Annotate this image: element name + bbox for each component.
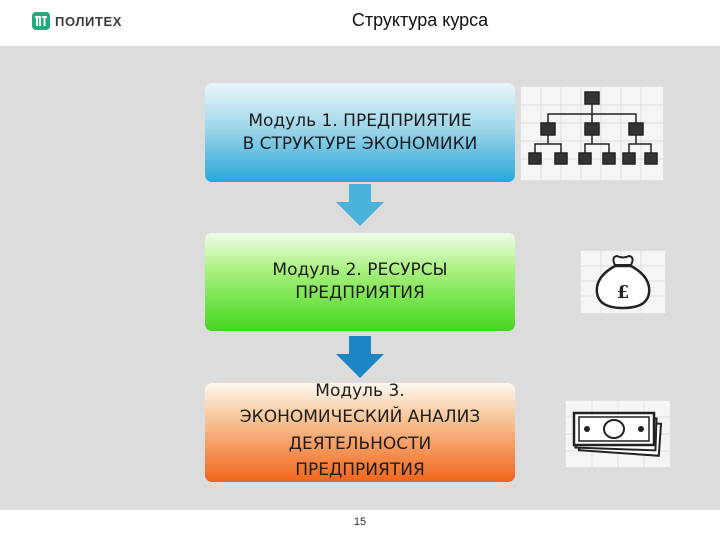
footer — [0, 510, 720, 540]
cash-stack-illustration — [565, 400, 671, 468]
module-3-box: Модуль 3. ЭКОНОМИЧЕСКИЙ АНАЛИЗ ДЕЯТЕЛЬНО… — [205, 381, 515, 482]
module-3-line-1: Модуль 3. — [315, 380, 405, 401]
module-2-line-1: Модуль 2. РЕСУРСЫ — [272, 260, 448, 281]
header: ПОЛИТЕХ Структура курса — [0, 0, 720, 46]
module-3-line-4: ПРЕДПРИЯТИЯ — [295, 459, 425, 480]
module-2-line-2: ПРЕДПРИЯТИЯ — [295, 283, 425, 303]
module-1-box: Модуль 1. ПРЕДПРИЯТИЕ В СТРУКТУРЕ ЭКОНОМ… — [205, 83, 515, 182]
arrow-down-icon — [336, 336, 384, 378]
politeh-logo-icon — [32, 12, 50, 30]
money-bag-icon: £ — [581, 251, 665, 313]
module-2-box: Модуль 2. РЕСУРСЫ ПРЕДПРИЯТИЯ — [205, 233, 515, 331]
module-1-line-2: В СТРУКТУРЕ ЭКОНОМИКИ — [242, 133, 478, 154]
arrow-down-icon — [336, 184, 384, 226]
module-3-line-2: ЭКОНОМИЧЕСКИЙ АНАЛИЗ — [239, 407, 481, 428]
slide-title: Структура курса — [351, 10, 489, 30]
module-3-line-3: ДЕЯТЕЛЬНОСТИ — [288, 433, 432, 454]
module-1-line-1: Модуль 1. ПРЕДПРИЯТИЕ — [248, 110, 472, 131]
cash-stack-icon — [566, 401, 670, 467]
svg-text:£: £ — [617, 282, 630, 303]
org-chart-illustration — [520, 86, 664, 181]
org-chart-icon — [521, 87, 663, 180]
money-bag-illustration: £ — [580, 250, 666, 314]
logo-text: ПОЛИТЕХ — [55, 13, 123, 29]
logo: ПОЛИТЕХ — [32, 12, 122, 30]
page-number: 15 — [353, 516, 367, 528]
